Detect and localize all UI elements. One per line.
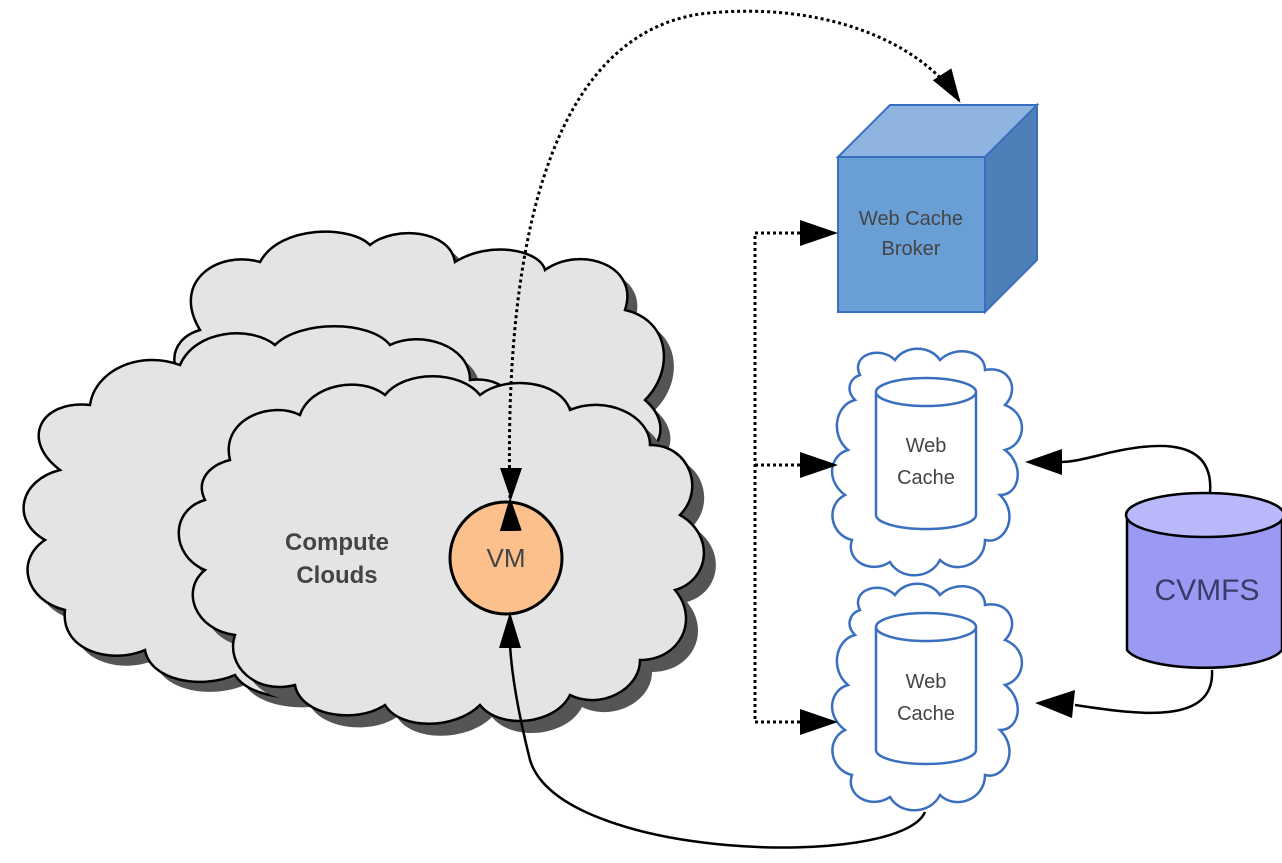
- cvmfs-cache-bottom-arrow: [1035, 690, 1075, 718]
- cvmfs-cylinder-body: [1125, 515, 1282, 669]
- cache-vm-arrow: [499, 612, 521, 648]
- compute-clouds-label-line2: Clouds: [296, 562, 377, 589]
- web-cache-top: Web Cache: [830, 347, 1024, 577]
- cloud-front: [177, 375, 705, 725]
- cvmfs-cache-bottom-connector: [1074, 669, 1214, 715]
- cvmfs-cylinder-top: [1124, 491, 1282, 539]
- web-cache-bottom-cylinder: [874, 611, 978, 766]
- vm-broker-connector: [499, 9, 962, 532]
- compute-clouds-label-line1: Compute: [285, 529, 389, 556]
- web-cache-top-label-line1: Web: [906, 435, 947, 457]
- web-cache-bottom-label-line1: Web: [906, 671, 947, 693]
- broker-cache-bracket: [753, 231, 800, 724]
- bracket-arrow-cache-top: [800, 452, 838, 478]
- cache-vm-connector: [508, 644, 927, 849]
- broker-cube-front: [837, 156, 986, 313]
- vm-node: VM: [448, 500, 564, 616]
- cvmfs-cache-top-connector: [1059, 444, 1212, 494]
- cvmfs-label: CVMFS: [1155, 574, 1260, 607]
- web-cache-top-label-line2: Cache: [897, 467, 955, 489]
- vm-label: VM: [487, 543, 526, 573]
- web-cache-bottom: Web Cache: [830, 582, 1024, 812]
- broker-node: Web Cache Broker: [835, 102, 1040, 315]
- cvmfs-cache-top-arrow: [1025, 449, 1062, 475]
- vm-broker-arrow-vm: [500, 468, 522, 500]
- bracket-arrow-broker: [800, 220, 838, 246]
- broker-label-line1: Web Cache: [859, 208, 963, 230]
- cvmfs-node: CVMFS: [1124, 491, 1282, 669]
- web-cache-bottom-label-line2: Cache: [897, 703, 955, 725]
- compute-clouds: Compute Clouds: [22, 230, 716, 736]
- broker-label-line2: Broker: [882, 238, 941, 260]
- bracket-arrow-cache-bottom: [800, 709, 838, 735]
